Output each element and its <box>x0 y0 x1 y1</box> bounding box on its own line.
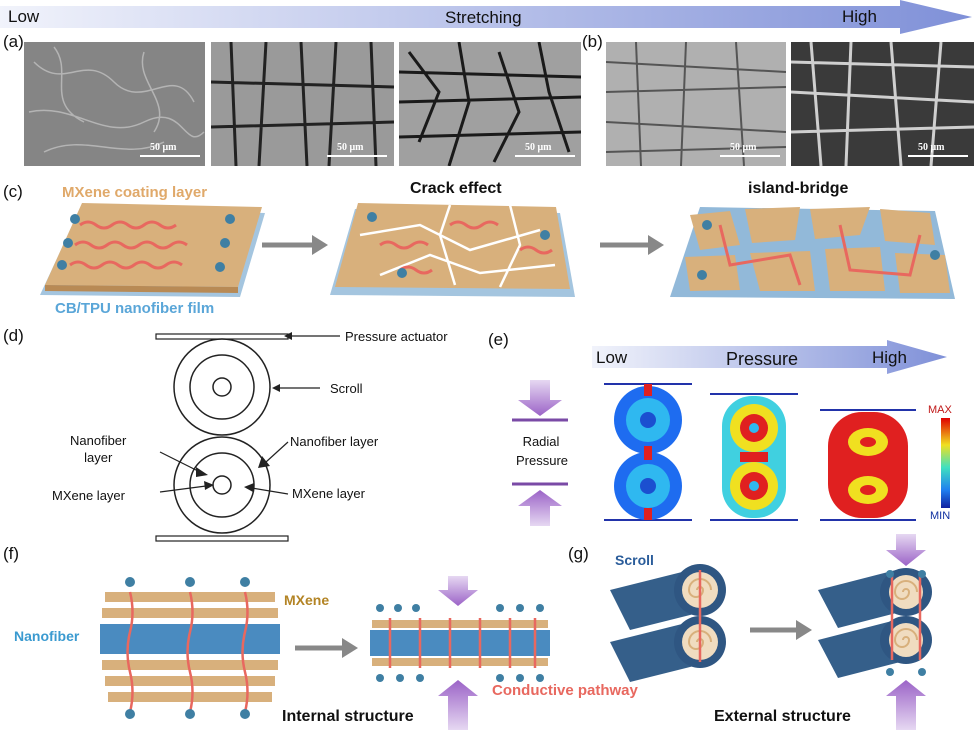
panel-label-g: (g) <box>568 544 589 563</box>
pressure-high-label: High <box>872 348 907 367</box>
stretch-low-label: Low <box>8 7 40 26</box>
stretch-title: Stretching <box>445 8 522 27</box>
panel-label-b: (b) <box>582 32 603 51</box>
sem-image-1: 50 μm <box>24 42 205 166</box>
island-bridge-title: island-bridge <box>748 180 849 197</box>
colorbar <box>941 418 950 508</box>
colorbar-min-label: MIN <box>930 510 951 522</box>
compressed-stack <box>370 576 550 730</box>
scale-label: 50 μm <box>730 142 757 153</box>
radial-pressure-arrows <box>512 380 568 526</box>
mxene-layer-right-label: MXene layer <box>292 486 365 501</box>
nanofiber-label: Nanofiber <box>14 628 80 644</box>
scroll-rolls-left <box>610 564 726 682</box>
panel-label-d: (d) <box>3 326 24 345</box>
mxene-coating-label: MXene coating layer <box>62 184 208 201</box>
scroll-g-label: Scroll <box>615 552 654 568</box>
stress-simulation <box>604 383 916 521</box>
pressure-actuator-label: Pressure actuator <box>345 329 448 344</box>
sem-image-4: 50 μm <box>606 42 786 166</box>
panel-label-f: (f) <box>3 544 20 563</box>
stretch-high-label: High <box>842 7 877 26</box>
sem-image-5: 50 μm <box>791 42 974 166</box>
panel-label-a: (a) <box>3 32 24 51</box>
colorbar-max-label: MAX <box>928 404 952 416</box>
pressure-low-label: Low <box>596 348 628 367</box>
panel-f-diagram <box>100 576 550 730</box>
sem-image-3: 50 μm <box>399 42 581 166</box>
sem-image-2: 50 μm <box>211 42 394 166</box>
crack-effect-title: Crack effect <box>410 180 502 197</box>
scroll-diagram <box>155 332 340 542</box>
intact-film <box>40 203 265 297</box>
nanofiber-layer-right-label: Nanofiber layer <box>290 434 379 449</box>
external-structure-title: External structure <box>714 708 851 725</box>
scroll-label: Scroll <box>330 381 363 396</box>
panel-label-c: (c) <box>3 182 23 201</box>
island-bridge-film <box>670 207 955 299</box>
conductive-pathway-label: Conductive pathway <box>492 682 638 699</box>
mxene-layer-left-label: MXene layer <box>52 488 125 503</box>
scale-label: 50 μm <box>918 142 945 153</box>
panel-g-diagram <box>610 534 932 730</box>
pressure-title: Pressure <box>726 349 799 369</box>
mxene-label: MXene <box>284 592 330 608</box>
nanofiber-layer-left-label: Nanofiber layer <box>70 433 127 465</box>
scroll-rolls-right <box>818 534 932 730</box>
panel-label-e: (e) <box>488 330 509 349</box>
cracked-film <box>330 203 575 297</box>
uncompressed-stack <box>100 577 280 719</box>
scale-label: 50 μm <box>525 142 552 153</box>
panel-c-diagram <box>40 203 955 299</box>
scale-label: 50 μm <box>150 142 177 153</box>
nanofiber-film-label: CB/TPU nanofiber film <box>55 300 215 317</box>
stretching-arrow <box>0 0 972 34</box>
pressure-arrow <box>592 340 947 374</box>
scale-label: 50 μm <box>337 142 364 153</box>
radial-pressure-label: Radial Pressure <box>516 434 569 468</box>
internal-structure-title: Internal structure <box>282 708 414 725</box>
